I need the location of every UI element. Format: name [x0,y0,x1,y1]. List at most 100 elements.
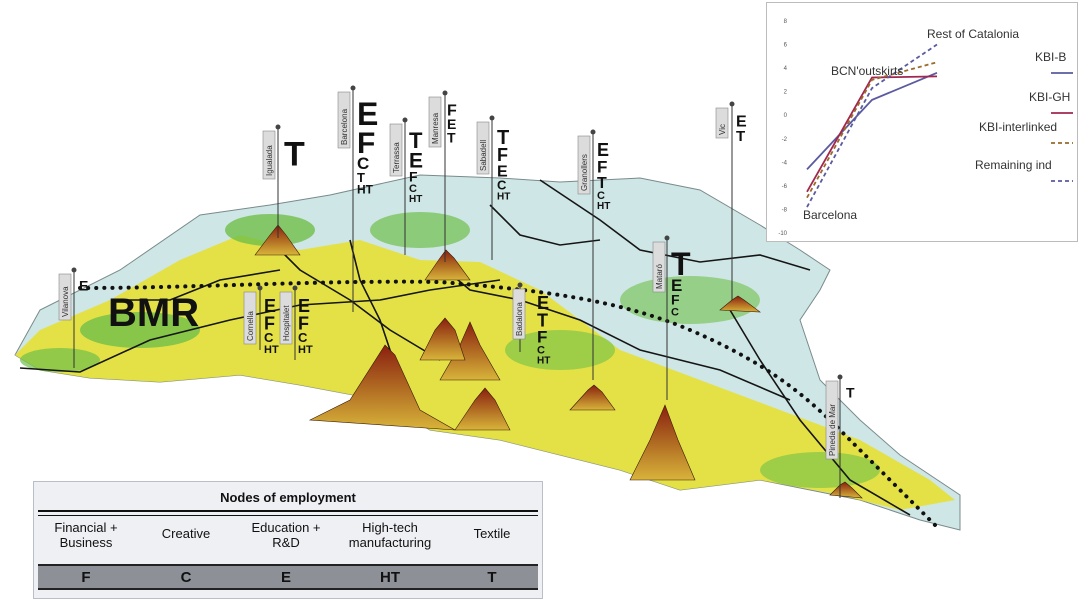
pin-code-c: C [409,183,417,195]
employment-peaks [254,224,863,499]
pin-code-e: E [298,296,310,316]
series-line-kbi-interlinked [806,61,938,199]
legend-entry-kbi-interlinked: KBI-interlinked [979,120,1057,134]
pin-city-name: Manresa [431,112,440,144]
legend-code-e: E [280,569,291,586]
legend-entry-kbi-gh: KBI-GH [1029,90,1070,104]
legend-code-ht: HT [380,569,400,586]
y-tick-label: 6 [784,43,788,49]
pin-code-ht: HT [264,344,279,356]
pin-code-t: T [671,246,691,282]
pin-label-box [389,123,403,177]
pin-head-icon [489,115,495,121]
pin-city-name: Igualada [265,145,274,176]
pin-city-name: Vic [718,124,727,135]
pin-head-icon [517,282,523,288]
pin-head-icon [275,124,281,130]
legend-code-c: C [180,569,192,586]
pin-label-box [577,135,591,195]
legend-label-financial: Financial + Business [54,520,118,550]
pin-code-f: F [298,313,309,333]
legend-rule-top [38,510,538,512]
y-tick-label: -2 [782,137,788,143]
y-tick-label: 8 [784,19,788,25]
pin-label-box [476,121,490,175]
pin-code-t: T [497,127,509,149]
y-tick-label: -4 [782,160,788,166]
series-line-kbi-b [806,71,938,171]
pin-code-f: F [671,292,680,308]
chart-plot: 86420-2-4-6-8-10BarcelonaBCN'outskirtsRe… [778,19,1073,237]
pin-city-name: Granollers [580,154,589,191]
pin-head-icon [350,85,356,91]
legend-code-f: F [81,569,91,586]
pin-code-e: E [79,278,88,294]
pin-code-c: C [597,190,605,202]
legend-label-textile: Textile [473,525,511,541]
pin-code-t: T [409,128,423,153]
pin-code-ht: HT [537,356,550,367]
employment-legend: Nodes of employment Financial + Business… [33,481,543,599]
legend-entry-remaining-ind: Remaining ind [975,158,1052,172]
pin-label-box [262,130,276,180]
pin-head-icon [590,129,596,135]
region-label: BMR [108,291,199,335]
pin-city-name: Cornella [246,311,255,341]
pin-label-box [825,380,839,460]
pin-city-name: Pineda de Mar [828,404,837,456]
legend-code-bar: F C E HT T [38,564,538,590]
category-label-bcn-outskirts: BCN'outskirts [831,64,903,78]
pin-code-ht: HT [497,191,510,202]
city-pin-igualada[interactable]: Igualada T [262,124,305,239]
pin-code-c: C [298,330,308,345]
y-tick-label: -6 [782,184,788,190]
city-pin-vilanova[interactable]: Vilanova E [58,267,88,369]
pin-code-c: C [264,330,274,345]
pin-code-c: C [537,345,545,357]
pin-code-e: E [409,150,423,173]
pin-label-box [715,107,729,139]
pin-label-box [243,291,257,345]
legend-title: Nodes of employment [220,490,356,505]
category-label-barcelona: Barcelona [803,208,857,222]
pin-head-icon [292,285,298,291]
pin-city-name: Hospitalet [282,305,291,341]
pin-code-e: E [264,296,276,316]
pin-city-name: Vilanova [61,286,70,317]
pin-code-c: C [497,177,507,192]
y-tick-label: 0 [784,113,788,119]
legend-rule-mid [38,515,538,516]
road-network [19,179,911,516]
pin-code-e: E [597,140,609,160]
pin-code-t: T [357,170,365,185]
pin-head-icon [664,235,670,241]
pin-head-icon [402,117,408,123]
pin-code-ht: HT [409,194,422,205]
pin-code-e: E [497,164,508,181]
pin-city-name: Mataró [655,264,664,289]
pin-code-t: T [284,136,305,174]
legend-label-education: Education + R&D [251,520,321,550]
y-tick-label: -8 [782,207,788,213]
pin-code-ht: HT [357,183,374,197]
pin-code-t: T [736,128,745,145]
legend-entry-kbi-b: KBI-B [1035,50,1066,64]
pin-head-icon [257,285,263,291]
pin-code-t: T [537,310,548,330]
pin-code-f: F [409,168,418,184]
series-line-remaining-ind [806,43,938,208]
